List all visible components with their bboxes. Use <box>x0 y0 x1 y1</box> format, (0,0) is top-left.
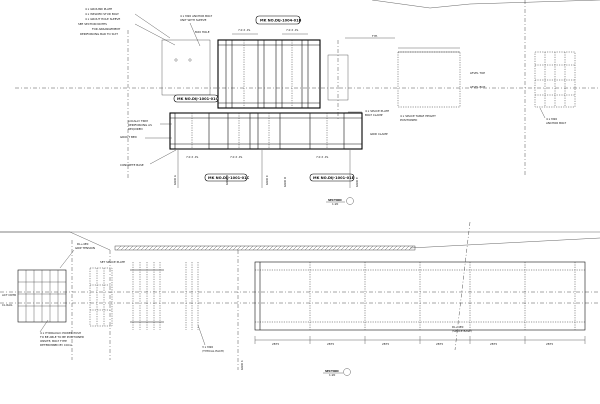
right-platform: LEVEL TOP LEVEL BOT 4 x SPLICE TABLE HEI… <box>397 47 486 122</box>
hatched-strip <box>114 245 416 251</box>
middle-small-grid: SET SPLICE PLATE <box>89 260 125 327</box>
svg-text:GRID A: GRID A <box>173 175 177 185</box>
right-splice-frame: TYP. 4 x SPLICE PLATE BOLT CLAMP GRID CL… <box>327 34 395 136</box>
svg-text:TYP.: TYP. <box>371 34 378 38</box>
svg-text:CONCRETE BASE: CONCRETE BASE <box>120 163 144 167</box>
svg-text:REINFORCING BAR TO SUIT: REINFORCING BAR TO SUIT <box>80 32 118 36</box>
svg-text:2875: 2875 <box>327 342 334 346</box>
svg-text:4 x M20: 4 x M20 <box>546 117 557 121</box>
svg-text:2875: 2875 <box>436 342 443 346</box>
section-marker-top: SECTION 1:20 <box>326 197 354 206</box>
svg-text:2875: 2875 <box>382 342 389 346</box>
svg-text:(SPLICE BASE): (SPLICE BASE) <box>452 329 472 333</box>
svg-text:1:20: 1:20 <box>329 373 336 377</box>
slope-line <box>409 237 600 249</box>
svg-text:LEVEL TOP: LEVEL TOP <box>470 71 485 75</box>
svg-text:UNIT WITH SLEEVE: UNIT WITH SLEEVE <box>180 18 207 22</box>
callout-tag-4 <box>309 173 355 182</box>
svg-text:GROUT BED: GROUT BED <box>120 135 137 139</box>
callout-tag-2-label: MK NO.DIJ-1001-01C <box>177 97 219 101</box>
svg-text:SECTION: SECTION <box>328 198 342 202</box>
callout-tag-4-label: MK NO.DIJ-1001-01E <box>313 176 355 180</box>
svg-text:4 x M20 ANCHOR BOLT: 4 x M20 ANCHOR BOLT <box>180 14 212 18</box>
svg-text:LOCALLY TRIM: LOCALLY TRIM <box>128 119 148 123</box>
callout-tag-3-label: MK NO.DIJ-1001-01C <box>208 176 250 180</box>
section-marker-bottom: SECTION 1:20 <box>323 368 351 377</box>
svg-text:REQUIRED: REQUIRED <box>128 127 143 131</box>
left-girder-notes: LOCALLY TRIM REINFORCING AS REQUIRED GRO… <box>120 119 177 167</box>
svg-text:4 x SPLICE PLATE: 4 x SPLICE PLATE <box>365 109 389 113</box>
svg-text:2875: 2875 <box>490 342 497 346</box>
svg-text:FOR ARRANGEMENT: FOR ARRANGEMENT <box>92 27 121 31</box>
svg-text:BOLT CLAMP: BOLT CLAMP <box>365 113 383 117</box>
svg-text:3 x M20: 3 x M20 <box>202 345 213 349</box>
svg-text:(TYPICAL EACH): (TYPICAL EACH) <box>202 349 224 353</box>
svg-text:GRID CLAMP: GRID CLAMP <box>370 132 388 136</box>
svg-text:4 x GROUND PLATE: 4 x GROUND PLATE <box>85 7 112 11</box>
svg-text:GRID 1: GRID 1 <box>240 360 244 370</box>
middle-rail-block: 3 x M20 (TYPICAL EACH) <box>130 262 224 353</box>
svg-text:ACT CNTR: ACT CNTR <box>2 293 16 297</box>
left-base-grid <box>17 269 67 323</box>
svg-text:M20 HOLE: M20 HOLE <box>195 30 210 34</box>
callout-tag-3 <box>204 173 248 182</box>
dim-label-2: 7.0 X .PL <box>286 28 299 32</box>
lower-girder <box>169 112 363 150</box>
svg-text:DETERMINED BY COCA: DETERMINED BY COCA <box>40 343 72 347</box>
svg-text:4 x GROUT HOLE SLEEVE: 4 x GROUT HOLE SLEEVE <box>85 17 120 21</box>
upper-girder <box>217 39 321 109</box>
svg-text:2875: 2875 <box>546 342 553 346</box>
right-dashed-grid: 4 x M20 ANCHOR BOLT <box>534 51 576 125</box>
callout-tag-1 <box>255 15 301 25</box>
note-right: DL+4E0 <box>452 325 464 329</box>
long-bottom-girder <box>254 261 586 331</box>
note-top-left: DL+4E0 <box>77 242 89 246</box>
svg-text:GRID C: GRID C <box>265 175 269 185</box>
note-splice: SET SPLICE PLATE <box>100 260 125 264</box>
dim-label-4: 7.0 X .PL <box>230 155 243 159</box>
svg-text:ONSITE, BOLT TYPE: ONSITE, BOLT TYPE <box>40 339 67 343</box>
svg-text:4 x WELDED STUD BOLT: 4 x WELDED STUD BOLT <box>85 12 119 16</box>
svg-text:1:20: 1:20 <box>332 202 339 206</box>
svg-text:4 x SPLICE TABLE HEIGHT: 4 x SPLICE TABLE HEIGHT <box>400 114 436 118</box>
base-block-left <box>161 39 211 96</box>
skew-centre-line <box>454 221 471 351</box>
bottom-dimension-chain: 2875 2875 2875 2875 2875 2875 <box>254 336 586 346</box>
grid-ref-labels: GRID A GRID B GRID C GRID D GRID E <box>173 175 359 187</box>
svg-text:GRIP TENSION: GRIP TENSION <box>75 246 95 250</box>
callout-tag-2 <box>173 94 219 103</box>
svg-text:SECTION: SECTION <box>325 369 339 373</box>
svg-text:POSITIONED: POSITIONED <box>400 118 417 122</box>
svg-text:REINFORCING AS: REINFORCING AS <box>128 123 152 127</box>
svg-text:GRID E: GRID E <box>355 177 359 187</box>
dim-label-1: 7.0 X .PL <box>238 28 251 32</box>
dim-label-5: 7.0 X .PL <box>316 155 329 159</box>
dim-label-3: 7.0 X .PL <box>186 155 199 159</box>
svg-text:TO BE ABLE TO BE POSITIONED: TO BE ABLE TO BE POSITIONED <box>39 335 84 339</box>
note-hydraulic: 4 x HYDRAULIC POWER PUSH <box>40 331 81 335</box>
svg-text:SEE SECTION NOTES: SEE SECTION NOTES <box>78 22 107 26</box>
svg-text:LEVEL BOT: LEVEL BOT <box>470 85 486 89</box>
top-edge-line <box>371 0 600 9</box>
callout-tag-1-label: MK NO.DIJ-1004-01B <box>260 19 302 23</box>
top-left-notes: 4 x GROUND PLATE 4 x WELDED STUD BOLT 4 … <box>78 7 212 47</box>
svg-text:GRID B: GRID B <box>225 175 229 185</box>
svg-text:2875: 2875 <box>272 342 279 346</box>
svg-text:GRID D: GRID D <box>283 177 287 187</box>
svg-text:ANCHOR BOLT: ANCHOR BOLT <box>546 121 566 125</box>
svg-text:CL RAIL: CL RAIL <box>2 303 13 307</box>
